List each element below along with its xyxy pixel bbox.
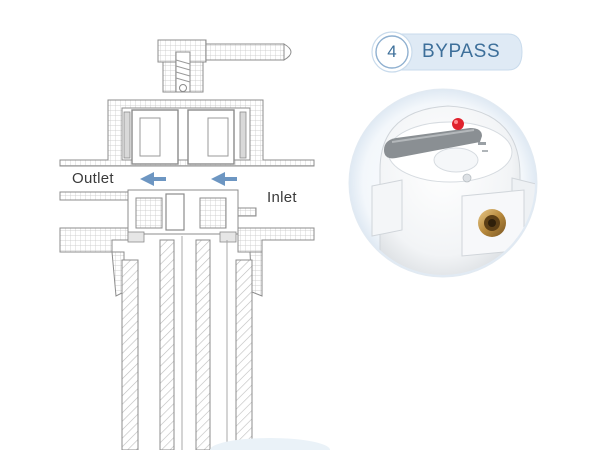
inlet-label: Inlet — [267, 189, 297, 206]
handle-lever-tip — [283, 43, 292, 61]
badge-number-ring — [375, 35, 409, 69]
lower-flange — [59, 227, 129, 253]
valve-chamber-2 — [207, 117, 229, 157]
tube-inner-right — [195, 239, 211, 450]
core-left-port — [135, 197, 163, 229]
knob-tick-2 — [482, 150, 488, 152]
stem-pin — [179, 84, 187, 92]
handle-lever — [205, 43, 285, 61]
bypass-lever — [384, 128, 482, 159]
bypass-lever-highlight — [391, 129, 475, 143]
screw-head — [462, 173, 472, 183]
lower-flange-right — [237, 227, 315, 253]
seal-right — [239, 111, 247, 159]
knob-tick — [478, 142, 486, 145]
outlet-label: Outlet — [72, 170, 114, 187]
bypass-badge: 4 BYPASS — [368, 28, 518, 76]
pipe-outlet-wall — [59, 191, 133, 201]
knob-center — [433, 147, 479, 173]
side-port-left — [371, 179, 403, 237]
badge-title: BYPASS — [422, 41, 501, 62]
core-center-post — [165, 193, 185, 231]
stem-screw — [175, 59, 191, 83]
red-indicator-shine — [454, 120, 458, 124]
tube-inner-left — [159, 239, 175, 450]
inlet-arrow — [211, 172, 237, 186]
valve-chamber-1 — [139, 117, 161, 157]
tube-outer-left — [121, 259, 139, 450]
brass-fitting-hole — [488, 219, 496, 227]
seal-left — [123, 111, 131, 159]
bypass-badge-shape — [371, 31, 523, 73]
bottom-reflection — [210, 438, 330, 450]
tube-outer-right — [235, 259, 253, 450]
valve-photo — [348, 88, 538, 278]
badge-number: 4 — [387, 42, 397, 61]
outlet-arrow — [140, 172, 166, 186]
flange-bolt-left — [127, 231, 145, 243]
red-indicator — [452, 118, 464, 130]
bypass-cross-section — [59, 39, 315, 450]
flange-bolt-right — [219, 231, 237, 243]
pipe-inlet-wall — [237, 207, 257, 217]
core-right-port — [199, 197, 227, 229]
badge-pill — [389, 33, 523, 71]
